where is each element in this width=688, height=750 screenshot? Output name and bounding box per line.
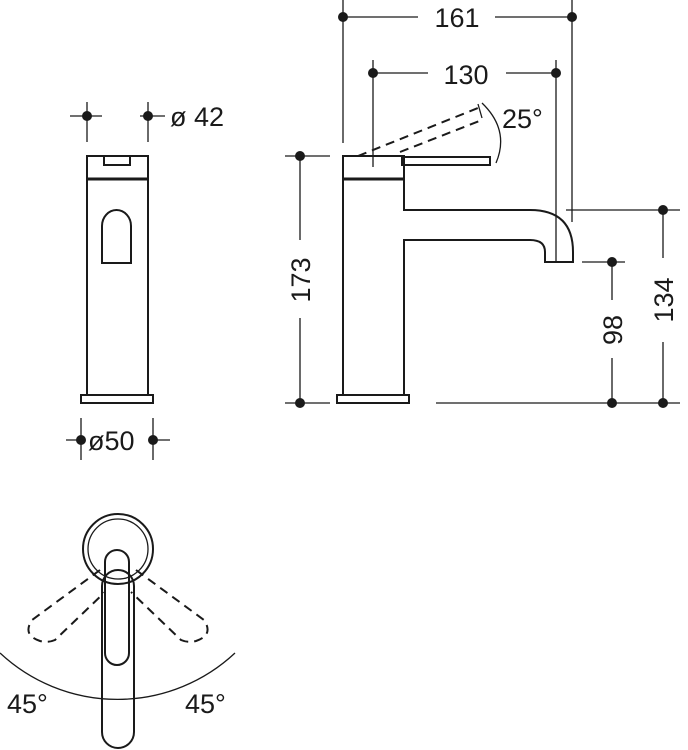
dimension-overall-height: 173	[286, 257, 316, 302]
side-view: 161 130 25° 173 98	[285, 0, 680, 408]
dimension-spout-reach: 130	[443, 60, 488, 90]
front-view: ø 42 ø50	[66, 102, 224, 460]
rotation-left-label: 45°	[7, 689, 48, 719]
dimension-spout-outlet-height: 98	[598, 315, 628, 345]
rotation-right-label: 45°	[185, 689, 226, 719]
dimension-spout-top-height: 134	[649, 277, 679, 322]
dimension-top-diameter: ø 42	[170, 102, 224, 132]
dimension-lever-angle: 25°	[502, 104, 543, 134]
dimension-overall-depth: 161	[434, 3, 479, 33]
top-view: 45° 45°	[0, 513, 236, 749]
dimension-base-diameter: ø50	[88, 426, 135, 456]
